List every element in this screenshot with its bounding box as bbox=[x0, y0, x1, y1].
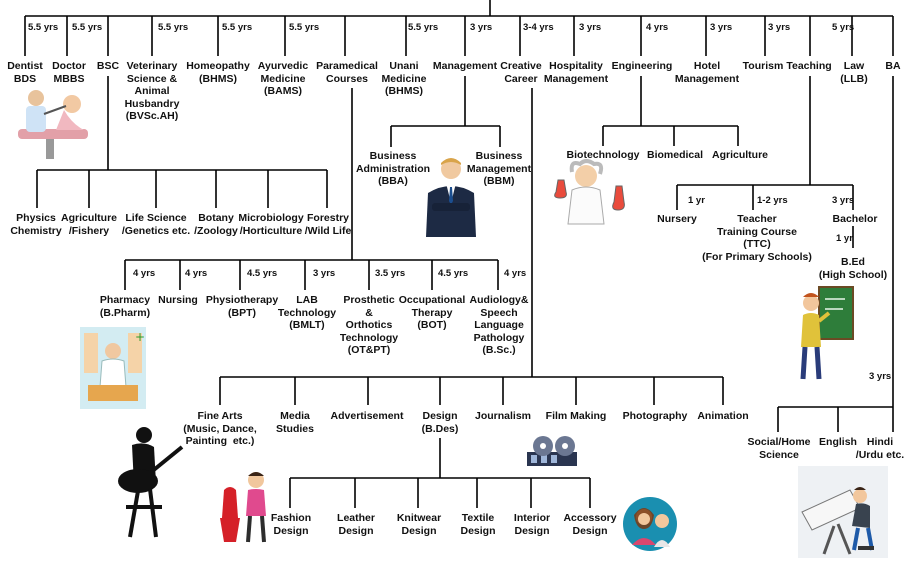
course-veterinary: Veterinary Science & Animal Husbandry (B… bbox=[124, 60, 180, 122]
duration-prosthetic: 3.5 yrs bbox=[375, 268, 406, 279]
creative-fine-arts: Fine Arts (Music, Dance, Painting etc.) bbox=[183, 410, 257, 447]
duration-dentist: 5.5 yrs bbox=[28, 22, 59, 33]
duration-pharmacy: 4 yrs bbox=[133, 268, 156, 279]
bsc-physics-chemistry: Physics Chemistry bbox=[10, 212, 62, 237]
paramedical-prosthetic: Prosthetic & Orthotics Technology (OT&PT… bbox=[339, 294, 399, 356]
course-ayurvedic: Ayurvedic Medicine (BAMS) bbox=[257, 60, 309, 97]
duration-ba: 3 yrs bbox=[869, 371, 892, 382]
course-paramedical: Paramedical Courses bbox=[316, 60, 378, 85]
bsc-agriculture-fishery: Agriculture /Fishery bbox=[60, 212, 118, 237]
course-creative: Creative Career bbox=[500, 60, 542, 85]
duration-ayurvedic: 5.5 yrs bbox=[289, 22, 320, 33]
bsc-microbiology: Microbiology /Horticulture bbox=[238, 212, 304, 237]
teaching-ttc: Teacher Training Course (TTC) (For Prima… bbox=[702, 213, 812, 263]
engineering-biomedical: Biomedical bbox=[646, 149, 704, 161]
accessory-designer-illustration bbox=[623, 497, 677, 551]
creative-journalism: Journalism bbox=[474, 410, 532, 422]
creative-media-studies: Media Studies bbox=[276, 410, 314, 435]
course-unani: Unani Medicine (BHMS) bbox=[381, 60, 427, 97]
course-doctor: Doctor MBBS bbox=[52, 60, 86, 85]
creative-film-making: Film Making bbox=[545, 410, 607, 422]
duration-bed: 1 yr bbox=[836, 233, 853, 244]
paramedical-audiology: Audiology& Speech Language Pathology (B.… bbox=[469, 294, 529, 356]
course-homeopathy: Homeopathy (BHMS) bbox=[186, 60, 250, 85]
duration-homeopathy: 5.5 yrs bbox=[222, 22, 253, 33]
duration-lab: 3 yrs bbox=[313, 268, 336, 279]
course-hospitality: Hospitality Management bbox=[543, 60, 609, 85]
teaching-bed: B.Ed (High School) bbox=[818, 256, 888, 281]
duration-ttc: 1-2 yrs bbox=[757, 195, 788, 206]
teacher-illustration bbox=[800, 286, 854, 380]
course-management: Management bbox=[432, 60, 498, 72]
duration-bachelor: 3 yrs bbox=[832, 195, 855, 206]
dentist-illustration bbox=[18, 90, 88, 159]
duration-unani: 5.5 yrs bbox=[408, 22, 439, 33]
fashion-designer-illustration bbox=[220, 472, 266, 543]
course-teaching: Teaching bbox=[786, 60, 832, 72]
management-bba: Business Administration (BBA) bbox=[355, 150, 431, 187]
management-bbm: Business Management (BBM) bbox=[466, 150, 532, 187]
paramedical-physiotherapy: Physiotherapy (BPT) bbox=[205, 294, 279, 319]
duration-veterinary: 5.5 yrs bbox=[158, 22, 189, 33]
duration-hotel: 3 yrs bbox=[710, 22, 733, 33]
course-hotel: Hotel Management bbox=[674, 60, 740, 85]
creative-animation: Animation bbox=[697, 410, 749, 422]
creative-design: Design (B.Des) bbox=[421, 410, 459, 435]
ba-english: English bbox=[819, 436, 857, 448]
ba-social-home-science: Social/Home Science bbox=[747, 436, 811, 461]
duration-creative: 3-4 yrs bbox=[523, 22, 554, 33]
design-knitwear: Knitwear Design bbox=[396, 512, 442, 537]
paramedical-pharmacy: Pharmacy (B.Pharm) bbox=[99, 294, 151, 319]
duration-physio: 4.5 yrs bbox=[247, 268, 278, 279]
duration-audiology: 4 yrs bbox=[504, 268, 527, 279]
design-interior: Interior Design bbox=[513, 512, 551, 537]
duration-engineering: 4 yrs bbox=[646, 22, 669, 33]
duration-nursery: 1 yr bbox=[688, 195, 705, 206]
course-bsc: BSC bbox=[96, 60, 120, 72]
scientist-illustration bbox=[554, 159, 625, 225]
duration-nursing: 4 yrs bbox=[185, 268, 208, 279]
bsc-botany-zoology: Botany /Zoology bbox=[194, 212, 238, 237]
duration-tourism: 3 yrs bbox=[768, 22, 791, 33]
paramedical-lab-technology: LAB Technology (BMLT) bbox=[277, 294, 337, 331]
bsc-life-science: Life Science /Genetics etc. bbox=[121, 212, 191, 237]
drafting-table-illustration bbox=[798, 466, 888, 558]
duration-management: 3 yrs bbox=[470, 22, 493, 33]
engineering-biotechnology: Biotechnology bbox=[566, 149, 640, 161]
svg-text:+: + bbox=[135, 330, 145, 344]
course-ba: BA bbox=[885, 60, 901, 72]
creative-advertisement: Advertisement bbox=[330, 410, 404, 422]
duration-law: 5 yrs bbox=[832, 22, 855, 33]
teaching-bachelor: Bachelor bbox=[832, 213, 878, 225]
ba-hindi-urdu: Hindi /Urdu etc. bbox=[855, 436, 905, 461]
course-engineering: Engineering bbox=[611, 60, 673, 72]
design-textile: Textile Design bbox=[460, 512, 496, 537]
teaching-nursery: Nursery bbox=[657, 213, 697, 225]
guitarist-illustration bbox=[118, 427, 184, 538]
bsc-forestry: Forestry /Wild Life bbox=[304, 212, 352, 237]
paramedical-nursing: Nursing bbox=[158, 294, 198, 306]
businessman-illustration bbox=[426, 158, 476, 237]
design-fashion: Fashion Design bbox=[270, 512, 312, 537]
paramedical-occupational: Occupational Therapy (BOT) bbox=[398, 294, 466, 331]
pharmacist-illustration: + bbox=[80, 327, 146, 409]
duration-doctor: 5.5 yrs bbox=[72, 22, 103, 33]
course-dentist: Dentist BDS bbox=[7, 60, 43, 85]
engineering-agriculture: Agriculture bbox=[711, 149, 769, 161]
design-accessory: Accessory Design bbox=[563, 512, 617, 537]
creative-photography: Photography bbox=[622, 410, 688, 422]
duration-occupational: 4.5 yrs bbox=[438, 268, 469, 279]
duration-hospitality: 3 yrs bbox=[579, 22, 602, 33]
course-law: Law (LLB) bbox=[840, 60, 868, 85]
film-reel-illustration bbox=[527, 436, 577, 466]
design-leather: Leather Design bbox=[337, 512, 375, 537]
course-tourism: Tourism bbox=[742, 60, 784, 72]
